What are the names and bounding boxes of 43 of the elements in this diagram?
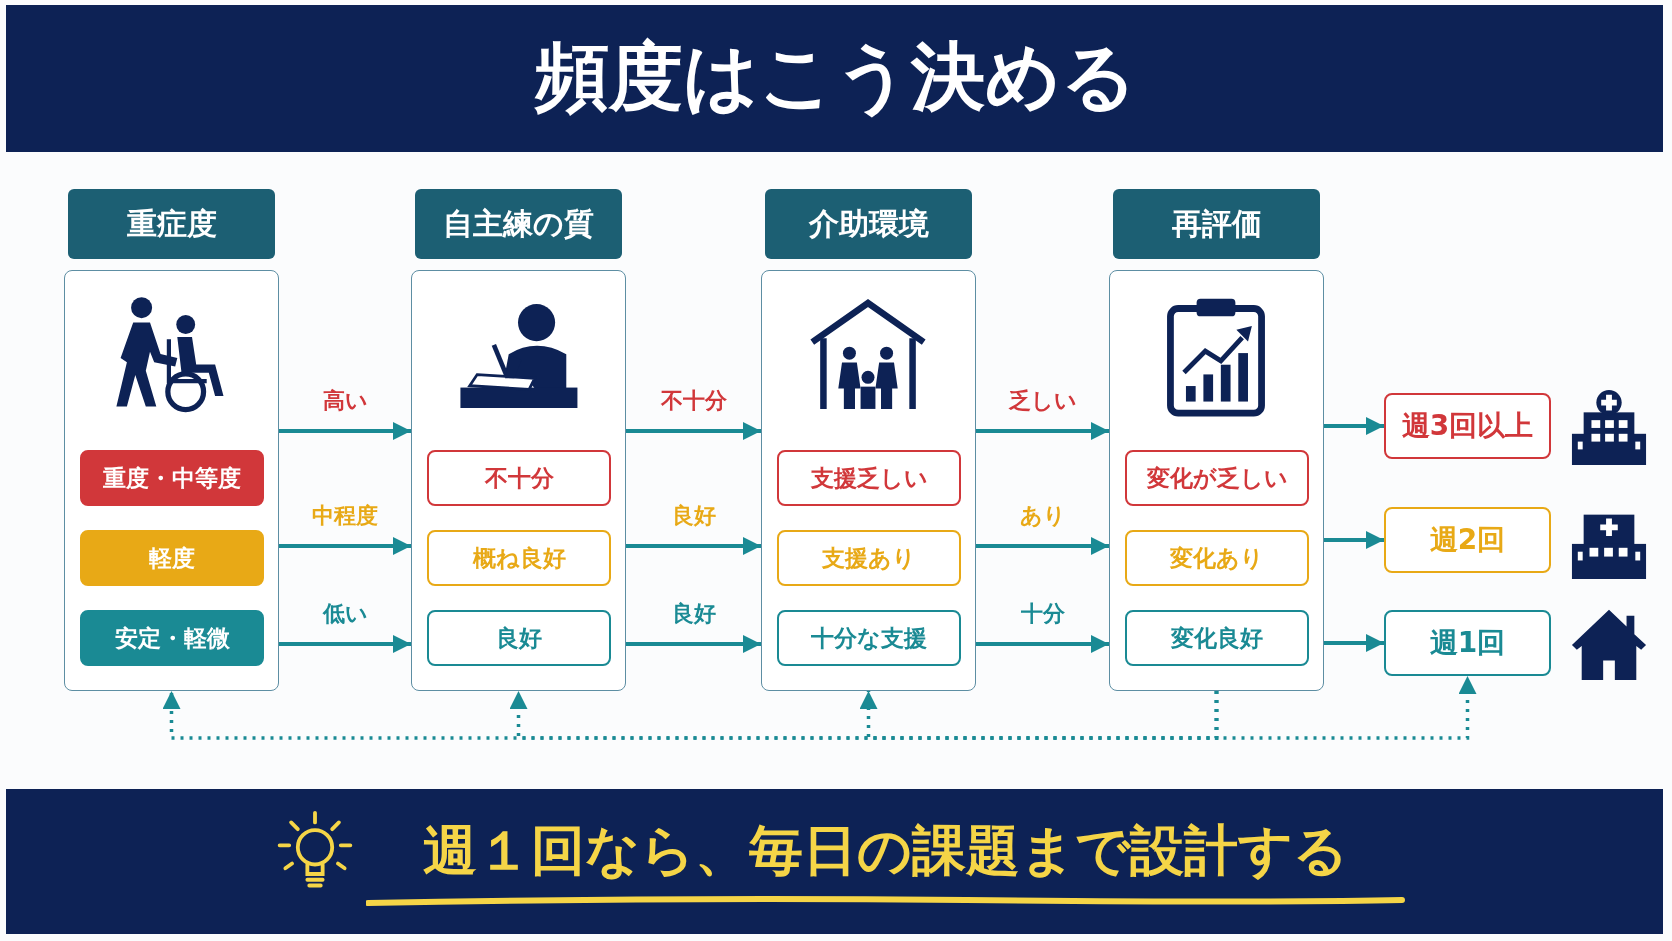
frequency-box: 週1回 (1384, 610, 1551, 676)
criteria-box: 安定・軽微 (80, 610, 264, 666)
edge-label: 不十分 (659, 387, 728, 415)
arrow (976, 537, 1109, 555)
criteria-box: 支援乏しい (777, 450, 961, 506)
arrow (626, 422, 761, 440)
arrow (976, 422, 1109, 440)
arrow (279, 422, 411, 440)
arrow (626, 635, 761, 653)
criteria-box: 変化良好 (1125, 610, 1309, 666)
caption: 週１回なら、毎日の課題まで設計する (421, 817, 1349, 884)
edge-label: 良好 (670, 600, 717, 628)
column-header: 介助環境 (765, 189, 972, 259)
dotted-arrow (1214, 676, 1477, 740)
arrow (976, 635, 1109, 653)
arrow (626, 537, 761, 555)
column-header: 重症度 (68, 189, 275, 259)
edge-label: 十分 (1019, 600, 1066, 628)
arrow (279, 537, 411, 555)
edge-label: 低い (321, 600, 369, 628)
frequency-box: 週2回 (1384, 507, 1551, 573)
edge-label: 中程度 (311, 502, 379, 530)
criteria-box: 十分な支援 (777, 610, 961, 666)
criteria-box: 良好 (427, 610, 611, 666)
column-header: 自主練の質 (415, 189, 622, 259)
criteria-box: 重度・中等度 (80, 450, 264, 506)
edge-label: あり (1018, 502, 1067, 530)
criteria-box: 支援あり (777, 530, 961, 586)
arrow (279, 635, 411, 653)
criteria-box: 概ね良好 (427, 530, 611, 586)
edge-label: 良好 (670, 502, 717, 530)
frequency-box: 週3回以上 (1384, 393, 1551, 459)
edge-label: 乏しい (1007, 387, 1078, 415)
arrow (1324, 417, 1384, 435)
title: 頻度はこう決める (533, 32, 1138, 121)
criteria-box: 軽度 (80, 530, 264, 586)
criteria-box: 変化が乏しい (1125, 450, 1309, 506)
criteria-box: 不十分 (427, 450, 611, 506)
edge-label: 高い (321, 387, 369, 415)
criteria-box: 変化あり (1125, 530, 1309, 586)
arrow (1324, 634, 1384, 652)
arrow (1324, 531, 1384, 549)
column-header: 再評価 (1113, 189, 1320, 259)
